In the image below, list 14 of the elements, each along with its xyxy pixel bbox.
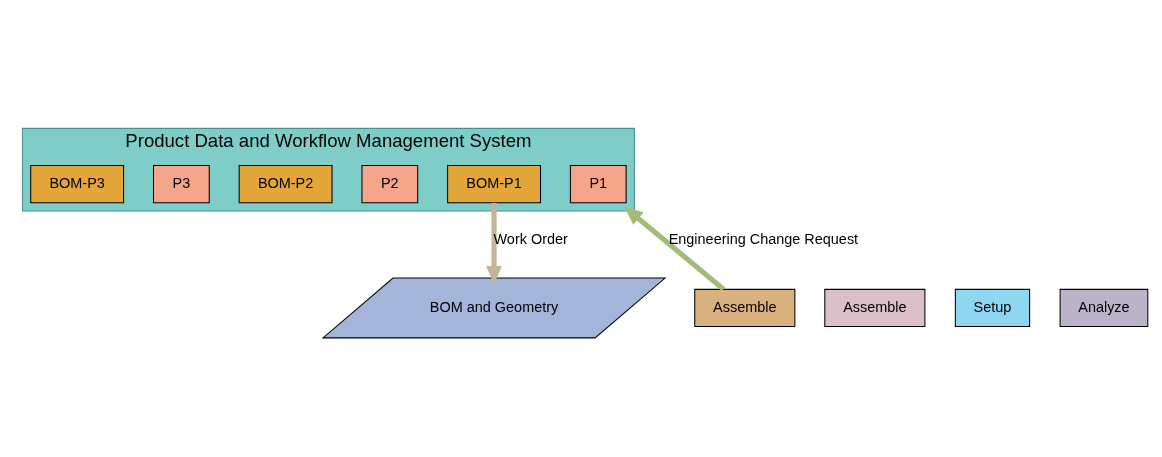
node-box: Assemble bbox=[824, 288, 926, 327]
edge-label: Work Order bbox=[493, 230, 568, 247]
arrow bbox=[624, 206, 726, 291]
node-box: Setup bbox=[954, 288, 1031, 327]
node-box: BOM-P3 bbox=[30, 164, 125, 203]
node-box: P2 bbox=[361, 164, 419, 203]
edge-label: Engineering Change Request bbox=[668, 230, 859, 247]
node-box: Analyze bbox=[1059, 288, 1149, 327]
arrow bbox=[486, 202, 503, 284]
node-box: P1 bbox=[569, 164, 627, 203]
node-box: BOM-P1 bbox=[447, 164, 541, 203]
node-box: P3 bbox=[153, 164, 210, 203]
node-box: Assemble bbox=[694, 288, 796, 327]
node-box: BOM-P2 bbox=[238, 164, 333, 203]
